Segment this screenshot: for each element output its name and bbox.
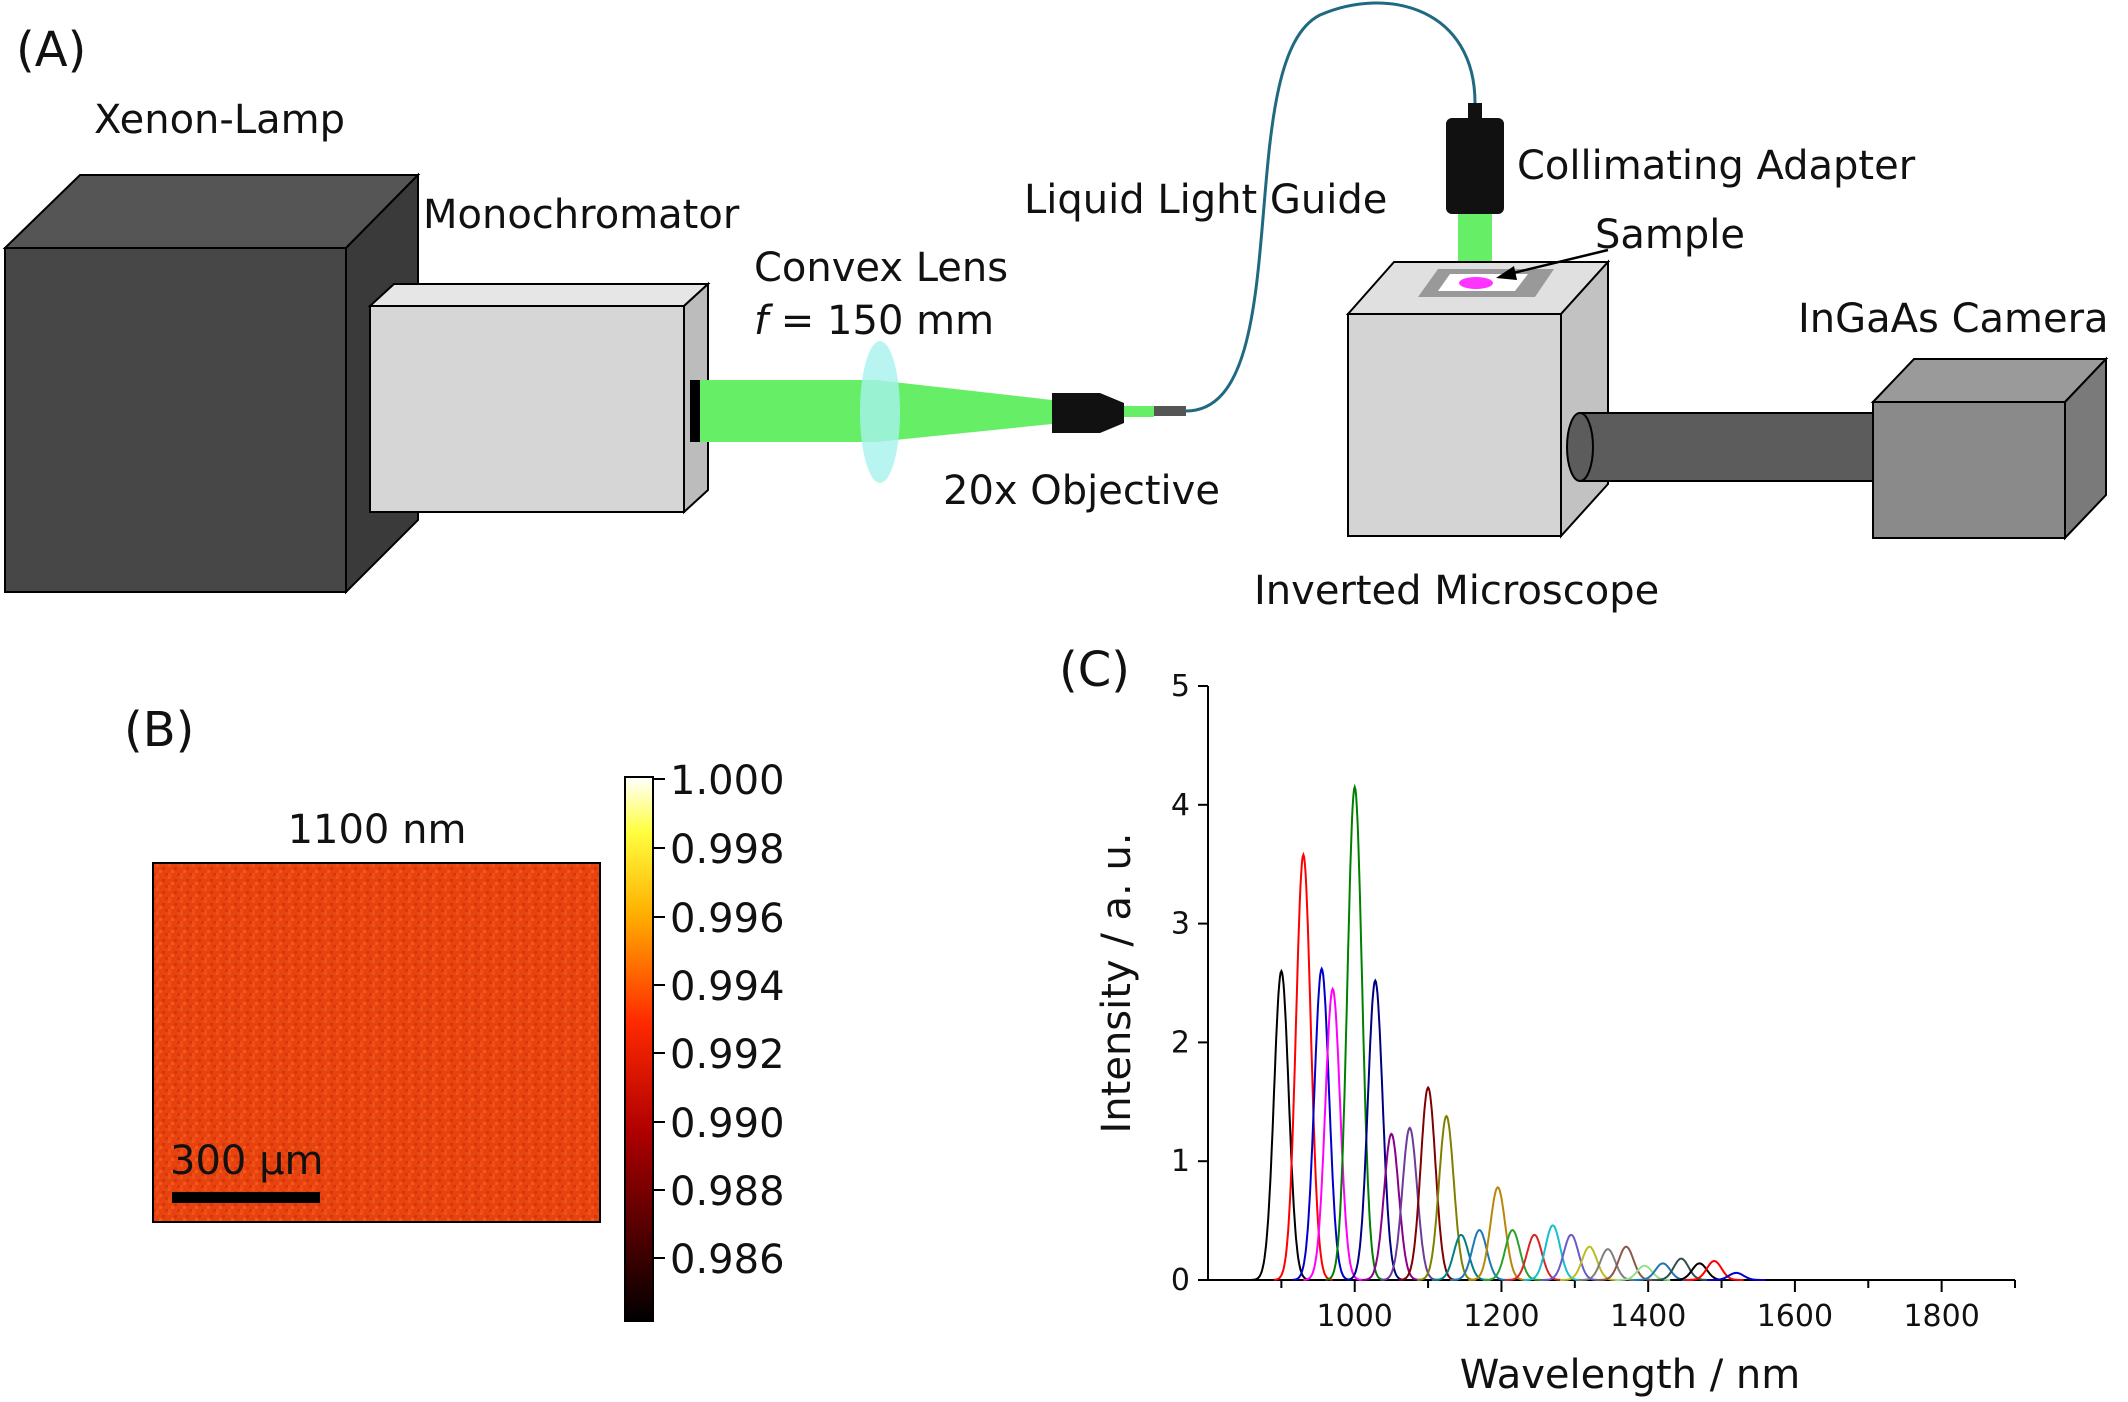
spectrum-series-4 [1325,783,1385,1281]
panel-a-label: (A) [16,22,86,78]
spectrum-series-10 [1431,1233,1491,1281]
monochromator-label: Monochromator [423,192,740,238]
spectrum-series-14 [1505,1233,1564,1281]
y-tick-label: 2 [1171,1025,1190,1060]
focal-value: = 150 mm [768,298,994,344]
colorbar-tick-label: 0.996 [670,896,785,942]
inverted-microscope [1345,259,1611,539]
panel-c-label: (C) [1059,642,1130,698]
spectrum-series-15 [1523,1224,1583,1281]
x-tick-label: 1600 [1757,1299,1833,1334]
spectrum-series-24 [1684,1259,1744,1281]
chart-series [1251,783,1766,1281]
panel-c: (C) 0 1 2 3 4 5 1000 1200 1400 1600 1800 Wavelengt… [1059,642,2016,1398]
intensity-map [152,862,601,1223]
x-axis-label: Wavelength / nm [1460,1352,1801,1398]
colorbar-tick-label: 1.000 [670,758,785,804]
collimating-adapter [1446,103,1504,214]
y-tick-label: 4 [1171,788,1190,823]
y-tick-label: 5 [1171,669,1190,704]
focused-beam [1124,406,1154,417]
objective [1052,393,1124,433]
colorbar-tick-label: 0.992 [670,1032,785,1078]
spectrum-series-8 [1398,1085,1458,1281]
colorbar-ticks [653,778,665,1259]
spectrum-series-3 [1303,986,1363,1281]
scalebar-label: 300 µm [170,1138,323,1184]
y-tick-label: 0 [1171,1263,1190,1298]
spectrum-series-16 [1541,1233,1601,1281]
y-tick-label: 3 [1171,907,1190,942]
map-title: 1100 nm [288,807,467,853]
focal-length-label: f = 150 mm [754,298,994,344]
spectrum-series-22 [1651,1257,1711,1281]
sample-arrow [1504,248,1609,277]
x-tick-label: 1800 [1903,1299,1979,1334]
colorbar [624,776,654,1322]
colorbar-tick-label: 0.998 [670,827,785,873]
spectrum-series-5 [1345,978,1405,1281]
x-tick-label: 1200 [1463,1299,1539,1334]
panel-b-label: (B) [124,702,194,758]
light-guide-label: Liquid Light Guide [1024,177,1387,223]
spectrum-series-2 [1292,966,1352,1281]
spectrum-series-11 [1450,1229,1509,1281]
convex-lens-label: Convex Lens [754,245,1008,291]
camera-tube [1566,412,1876,482]
sample-label: Sample [1595,212,1745,258]
liquid-light-guide [1185,1,1477,413]
sample-spot [1459,277,1493,289]
y-axis-label: Intensity / a. u. [1094,832,1140,1133]
y-tick-label: 1 [1171,1144,1190,1179]
panel-b: (B) 1100 nm 300 µm 1.000 0.998 0.996 0.9… [124,702,785,1322]
ingaas-camera [1870,356,2109,541]
x-tick-label: 1400 [1610,1299,1686,1334]
colorbar-tick-label: 0.986 [670,1237,785,1283]
spectrum-series-9 [1417,1114,1476,1281]
spectrum-series-7 [1380,1126,1440,1281]
xenon-lamp [2,172,421,595]
collimating-adapter-label: Collimating Adapter [1517,143,1916,189]
xenon-lamp-label: Xenon-Lamp [94,97,345,143]
spectrum-series-17 [1560,1245,1619,1281]
inverted-microscope-label: Inverted Microscope [1254,568,1659,614]
chart-ticks: 0 1 2 3 4 5 1000 1200 1400 1600 1800 [1171,669,2016,1334]
spectrum-series-25 [1706,1271,1766,1281]
spectrum-series-6 [1361,1132,1421,1281]
spectrum-series-1 [1273,851,1333,1281]
objective-label: 20x Objective [943,468,1220,514]
fiber-connector [1154,406,1186,416]
scalebar [172,1192,320,1203]
convex-lens [860,341,900,483]
colorbar-tick-label: 0.988 [670,1169,785,1215]
spectrum-series-0 [1251,968,1311,1281]
monochromator [367,281,711,515]
panel-a: (A) Xenon-Lamp Monochromator Convex Lens… [2,1,2109,614]
x-tick-label: 1000 [1317,1299,1393,1334]
sample-arrowhead [1496,266,1517,280]
ingaas-camera-label: InGaAs Camera [1798,296,2109,342]
colorbar-tick-label: 0.990 [670,1101,785,1147]
colorbar-tick-label: 0.994 [670,964,785,1010]
